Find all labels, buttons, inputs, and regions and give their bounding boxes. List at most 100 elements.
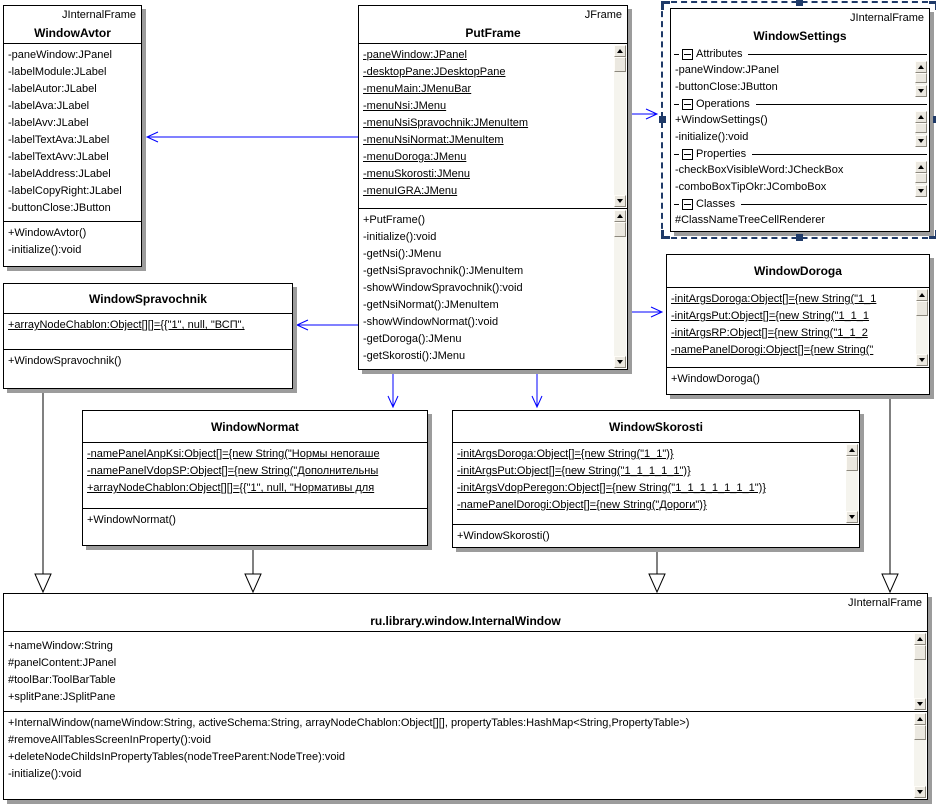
scroll-up-button[interactable] bbox=[915, 61, 927, 73]
arrow-putframe-to-windowavtor[interactable] bbox=[145, 131, 358, 143]
selection-handle-bottom[interactable] bbox=[795, 234, 803, 241]
attribute-row[interactable]: -menuDoroga:JMenu bbox=[363, 151, 467, 163]
attribute-row[interactable]: -initArgsVdopPeregon:Object[]={new Strin… bbox=[457, 482, 766, 494]
attribute-row[interactable]: -menuNsiSpravochnik:JMenuItem bbox=[363, 117, 529, 129]
selection-corner-handle[interactable] bbox=[661, 1, 670, 10]
operations-mini-scrollbar[interactable] bbox=[915, 111, 927, 147]
scroll-up-button[interactable] bbox=[915, 161, 927, 173]
generalization-windowdoroga-internalwindow[interactable] bbox=[881, 395, 899, 594]
operation-row[interactable]: +WindowSpravochnik() bbox=[8, 355, 122, 367]
class-window-skorosti[interactable]: WindowSkorosti -initArgsDoroga:Object[]=… bbox=[452, 410, 860, 548]
class-window-doroga[interactable]: WindowDoroga -initArgsDoroga:Object[]={n… bbox=[666, 254, 930, 395]
operation-row[interactable]: +WindowDoroga() bbox=[671, 373, 760, 385]
attribute-row[interactable]: -labelTextAva:JLabel bbox=[8, 134, 110, 146]
scroll-thumb[interactable] bbox=[915, 173, 927, 183]
attribute-row[interactable]: -initArgsDoroga:Object[]={new String("1_… bbox=[671, 293, 877, 305]
properties-mini-scrollbar[interactable] bbox=[915, 161, 927, 197]
scroll-thumb[interactable] bbox=[916, 301, 928, 316]
operation-row[interactable]: +WindowAvtor() bbox=[8, 227, 87, 239]
operation-row[interactable]: -showWindowSpravochnik():void bbox=[363, 282, 523, 294]
attribute-row[interactable]: +splitPane:JSplitPane bbox=[8, 691, 116, 703]
scroll-track[interactable] bbox=[914, 660, 926, 698]
operation-row[interactable]: -initialize():void bbox=[8, 768, 82, 780]
class-window-spravochnik[interactable]: WindowSpravochnik +arrayNodeChablon:Obje… bbox=[3, 283, 293, 389]
attribute-row[interactable]: -paneWindow:JPanel bbox=[363, 49, 467, 61]
scroll-up-button[interactable] bbox=[914, 713, 926, 725]
attribute-row[interactable]: -paneWindow:JPanel bbox=[8, 49, 112, 61]
attribute-row[interactable]: +arrayNodeChablon:Object[][]={{"1", null… bbox=[8, 319, 245, 331]
scroll-thumb[interactable] bbox=[614, 222, 626, 237]
attribute-row[interactable]: -labelAva:JLabel bbox=[8, 100, 90, 112]
attribute-row[interactable]: -initArgsRP:Object[]={new String("1_1_2 bbox=[671, 327, 868, 339]
generalization-connectors[interactable] bbox=[34, 389, 899, 594]
arrow-putframe-to-windowdoroga[interactable] bbox=[628, 306, 664, 318]
operation-row[interactable]: #removeAllTablesScreenInProperty():void bbox=[8, 734, 211, 746]
attribute-row[interactable]: -initArgsPut:Object[]={new String("1_1_1… bbox=[457, 465, 691, 477]
collapse-icon[interactable] bbox=[682, 48, 693, 60]
scroll-down-button[interactable] bbox=[846, 511, 858, 523]
class-internal-window[interactable]: JInternalFrame ru.library.window.Interna… bbox=[3, 593, 928, 800]
operation-row[interactable]: +PutFrame() bbox=[363, 214, 426, 226]
attributes-scrollbar[interactable] bbox=[614, 45, 626, 207]
attribute-row[interactable]: -menuSkorosti:JMenu bbox=[363, 168, 470, 180]
generalization-windownormat-internalwindow[interactable] bbox=[244, 546, 262, 594]
attribute-row[interactable]: -namePanelAnpKsi:Object[]={new String("Н… bbox=[87, 448, 380, 460]
operation-row[interactable]: +WindowSettings() bbox=[675, 114, 768, 126]
attribute-row[interactable]: +nameWindow:String bbox=[8, 640, 113, 652]
attribute-row[interactable]: -labelTextAvv:JLabel bbox=[8, 151, 109, 163]
operation-row[interactable]: -getNsiNormat():JMenuItem bbox=[363, 299, 499, 311]
attribute-row[interactable]: -paneWindow:JPanel bbox=[675, 64, 779, 76]
selection-corner-handle[interactable] bbox=[929, 230, 936, 239]
selection-handle-right[interactable] bbox=[933, 116, 936, 123]
class-window-settings[interactable]: JInternalFrame WindowSettings Attributes… bbox=[670, 8, 930, 232]
operations-scrollbar[interactable] bbox=[614, 210, 626, 368]
attribute-row[interactable]: -labelModule:JLabel bbox=[8, 66, 107, 78]
attribute-row[interactable]: -menuIGRA:JMenu bbox=[363, 185, 458, 197]
attribute-row[interactable]: #toolBar:ToolBarTable bbox=[8, 674, 116, 686]
operation-row[interactable]: -getSkorosti():JMenu bbox=[363, 350, 466, 362]
operation-row[interactable]: +WindowSkorosti() bbox=[457, 530, 550, 542]
selection-corner-handle[interactable] bbox=[661, 230, 670, 239]
operation-row[interactable]: -getNsiSpravochnik():JMenuItem bbox=[363, 265, 524, 277]
operation-row[interactable]: +WindowNormat() bbox=[87, 514, 176, 526]
scroll-up-button[interactable] bbox=[915, 111, 927, 123]
scroll-down-button[interactable] bbox=[614, 195, 626, 207]
attribute-row[interactable]: -menuMain:JMenuBar bbox=[363, 83, 472, 95]
selection-handle-left[interactable] bbox=[659, 116, 666, 123]
attribute-row[interactable]: -buttonClose:JButton bbox=[675, 81, 778, 93]
scroll-up-button[interactable] bbox=[614, 210, 626, 222]
scroll-track[interactable] bbox=[614, 72, 626, 195]
arrow-putframe-to-windowsettings[interactable] bbox=[628, 108, 659, 120]
attribute-row[interactable]: -initArgsDoroga:Object[]={new String("1_… bbox=[457, 448, 674, 460]
scroll-track[interactable] bbox=[846, 471, 858, 511]
attribute-row[interactable]: -menuNsiNormat:JMenuItem bbox=[363, 134, 504, 146]
attribute-row[interactable]: -namePanelDorogi:Object[]={new String("Д… bbox=[457, 499, 707, 511]
scroll-thumb[interactable] bbox=[915, 73, 927, 83]
scroll-thumb[interactable] bbox=[914, 725, 926, 740]
collapse-icon[interactable] bbox=[682, 98, 693, 110]
scroll-up-button[interactable] bbox=[916, 289, 928, 301]
attributes-scrollbar[interactable] bbox=[916, 289, 928, 366]
attribute-row[interactable]: -namePanelVdopSP:Object[]={new String("Д… bbox=[87, 465, 379, 477]
scroll-track[interactable] bbox=[914, 740, 926, 786]
arrow-putframe-to-windowskorosti[interactable] bbox=[531, 370, 543, 409]
class-row[interactable]: #ClassNameTreeCellRenderer bbox=[675, 214, 825, 226]
attributes-scrollbar[interactable] bbox=[914, 633, 926, 710]
operation-row[interactable]: -getNsi():JMenu bbox=[363, 248, 442, 260]
scroll-track[interactable] bbox=[614, 237, 626, 356]
operation-row[interactable]: -initialize():void bbox=[363, 231, 437, 243]
attribute-row[interactable]: -labelAddress:JLabel bbox=[8, 168, 111, 180]
attributes-mini-scrollbar[interactable] bbox=[915, 61, 927, 97]
operation-row[interactable]: +InternalWindow(nameWindow:String, activ… bbox=[8, 717, 690, 729]
scroll-down-button[interactable] bbox=[915, 185, 927, 197]
arrow-putframe-to-windowspravochnik[interactable] bbox=[295, 319, 358, 331]
attribute-row[interactable]: -desktopPane:JDesktopPane bbox=[363, 66, 506, 78]
property-row[interactable]: -checkBoxVisibleWord:JCheckBox bbox=[675, 164, 844, 176]
scroll-up-button[interactable] bbox=[614, 45, 626, 57]
attribute-row[interactable]: -labelAutor:JLabel bbox=[8, 83, 97, 95]
attribute-row[interactable]: -initArgsPut:Object[]={new String("1_1_1 bbox=[671, 310, 870, 322]
operation-row[interactable]: +deleteNodeChildsInPropertyTables(nodeTr… bbox=[8, 751, 346, 763]
attribute-row[interactable]: -labelCopyRight:JLabel bbox=[8, 185, 122, 197]
operation-row[interactable]: -showWindowNormat():void bbox=[363, 316, 499, 328]
scroll-thumb[interactable] bbox=[915, 123, 927, 133]
